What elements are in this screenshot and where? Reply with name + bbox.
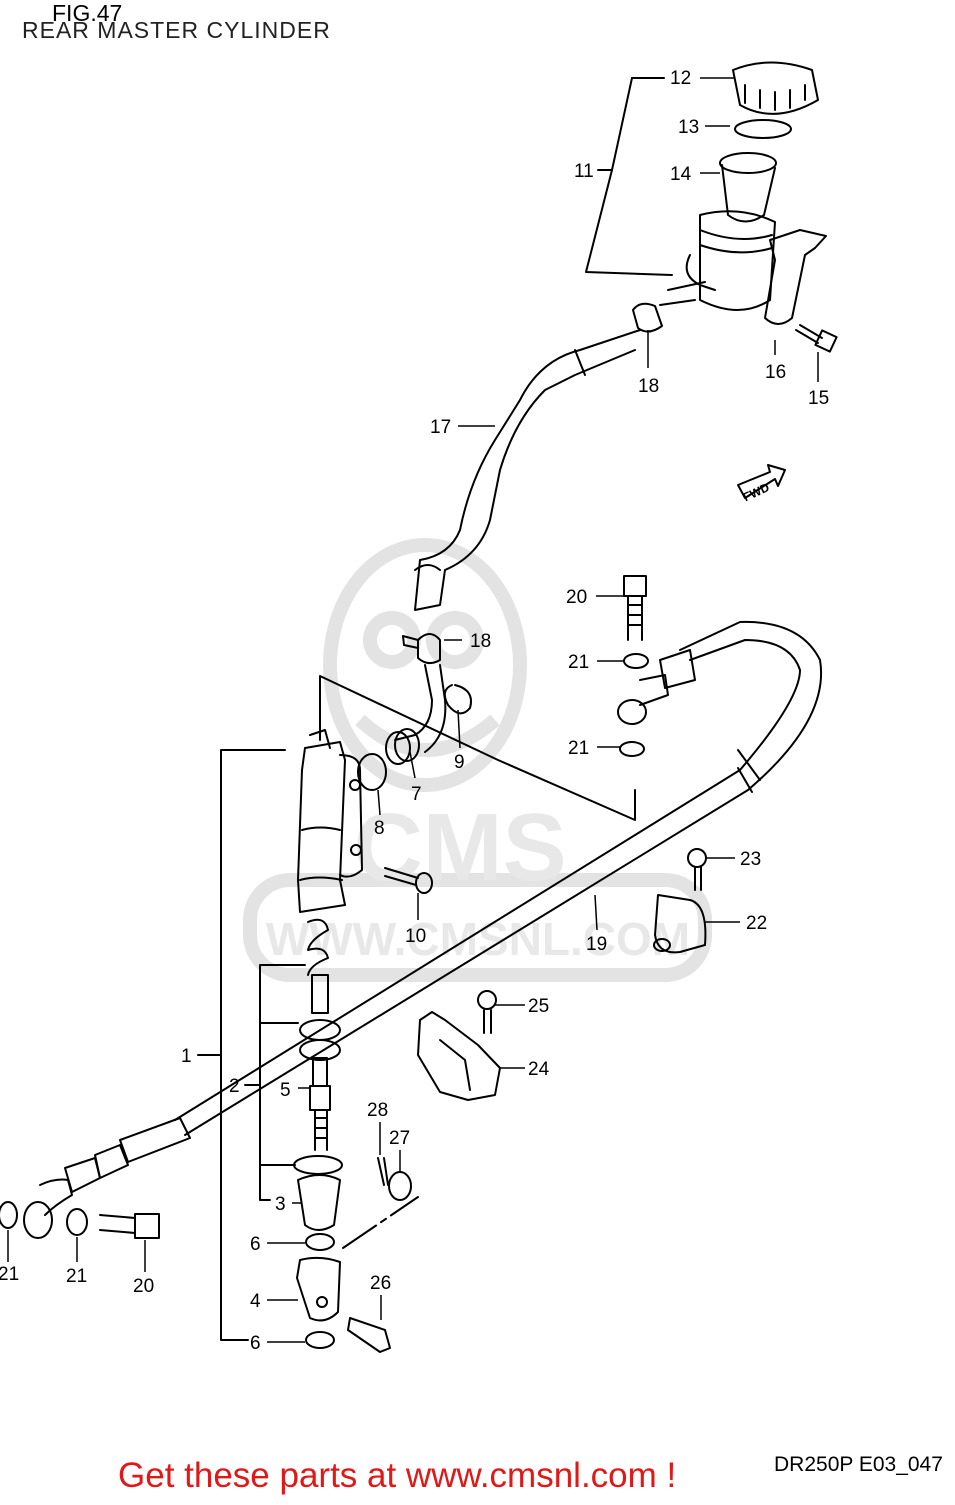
reservoir-hose xyxy=(414,329,641,611)
banjo-bolt-bottom xyxy=(99,1213,160,1239)
cotter-pin xyxy=(377,1157,389,1186)
callout-26: 26 xyxy=(370,1273,391,1294)
screw-25 xyxy=(477,990,497,1034)
assembly-bracket-1 xyxy=(197,749,286,1341)
callout-28: 28 xyxy=(367,1100,388,1121)
hose-bracket-24 xyxy=(417,1011,501,1101)
nut-upper xyxy=(305,1233,335,1251)
bolt-15 xyxy=(795,324,838,353)
callout-14: 14 xyxy=(670,164,692,185)
callout-1: 1 xyxy=(181,1046,192,1067)
callout-5: 5 xyxy=(280,1080,291,1101)
brake-hose xyxy=(23,620,822,1239)
assembly-bracket-11 xyxy=(585,77,673,276)
fwd-arrow xyxy=(737,464,786,499)
callout-20: 20 xyxy=(566,587,587,608)
callout-18: 18 xyxy=(470,631,491,652)
leader-lines xyxy=(7,77,819,1343)
assembly-bracket-2 xyxy=(244,964,306,1201)
callout-labels: 12 13 14 11 16 18 15 17 20 18 21 9 21 7 … xyxy=(0,68,829,1354)
washer-21-d xyxy=(66,1208,88,1236)
washer-21-b xyxy=(619,741,645,757)
reservoir-body xyxy=(659,210,776,311)
clevis-pin xyxy=(347,1317,391,1353)
callout-20: 20 xyxy=(133,1276,154,1297)
hose-clamp-top xyxy=(632,302,663,333)
svg-text:CMS: CMS xyxy=(353,794,566,901)
nut-lower xyxy=(305,1331,335,1349)
washer-21-c xyxy=(0,1201,18,1229)
callout-7: 7 xyxy=(411,784,422,805)
callout-11: 11 xyxy=(574,161,594,182)
piston-assembly xyxy=(299,918,341,1151)
boot xyxy=(293,1155,343,1231)
diaphragm xyxy=(719,152,777,223)
callout-16: 16 xyxy=(765,362,786,383)
callout-22: 22 xyxy=(746,913,767,934)
page-title: REAR MASTER CYLINDER xyxy=(22,17,331,43)
banjo-bolt-top xyxy=(623,575,647,641)
callout-21: 21 xyxy=(568,738,589,759)
callout-15: 15 xyxy=(808,388,829,409)
screw-23 xyxy=(687,848,707,891)
watermark-logo xyxy=(243,538,712,982)
hose-clamp-lower xyxy=(417,633,441,664)
diagram-code: DR250P E03_047 xyxy=(774,1453,943,1476)
callout-18: 18 xyxy=(638,376,659,397)
callout-21: 21 xyxy=(66,1266,87,1287)
washer-21-a xyxy=(623,653,649,669)
callout-21: 21 xyxy=(568,652,589,673)
callout-4: 4 xyxy=(250,1291,261,1312)
callout-24: 24 xyxy=(528,1059,550,1080)
circlip xyxy=(443,684,472,715)
diaphragm-plate xyxy=(734,119,792,139)
callout-21: 21 xyxy=(0,1264,19,1285)
callout-6: 6 xyxy=(250,1333,261,1354)
callout-19: 19 xyxy=(586,934,607,955)
figure-number: FIG.47 xyxy=(52,0,123,26)
alignment-lines xyxy=(319,719,419,1249)
master-cylinder-body xyxy=(297,729,363,913)
callout-25: 25 xyxy=(528,996,549,1017)
callout-6: 6 xyxy=(250,1234,261,1255)
callout-10: 10 xyxy=(405,926,426,947)
reservoir-bracket xyxy=(764,229,827,325)
fwd-label: FWD xyxy=(741,480,772,504)
o-ring xyxy=(357,753,387,791)
callout-3: 3 xyxy=(275,1194,286,1215)
callout-23: 23 xyxy=(740,849,761,870)
svg-text:WWW.CMSNL.COM: WWW.CMSNL.COM xyxy=(266,913,690,965)
promo-link[interactable]: Get these parts at www.cmsnl.com ! xyxy=(118,1456,677,1495)
callout-8: 8 xyxy=(374,818,385,839)
washer-27 xyxy=(388,1171,412,1201)
reservoir-cap xyxy=(732,61,819,115)
callout-17: 17 xyxy=(430,417,451,438)
callout-27: 27 xyxy=(389,1128,410,1149)
screw-10 xyxy=(384,867,433,894)
callout-2: 2 xyxy=(229,1076,240,1097)
hose-union-bracket xyxy=(319,675,636,821)
clevis xyxy=(296,1256,341,1322)
callout-9: 9 xyxy=(454,752,465,773)
callout-12: 12 xyxy=(670,68,691,89)
callout-13: 13 xyxy=(678,117,699,138)
hose-guide-22 xyxy=(653,894,707,954)
